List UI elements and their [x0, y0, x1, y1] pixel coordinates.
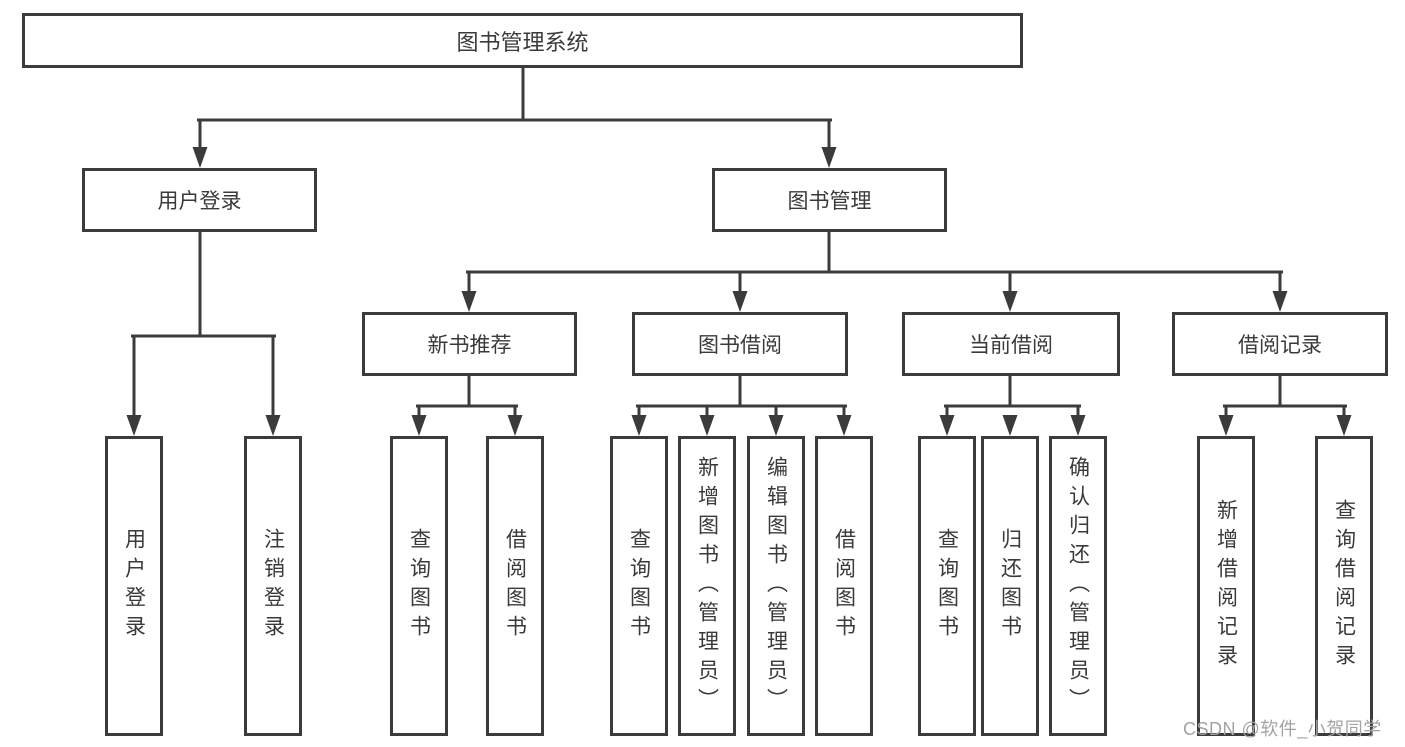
node-label: 用户登录 — [122, 528, 146, 644]
node-label: 图书管理 — [787, 190, 872, 213]
node-current-borrow: 当前借阅 — [902, 312, 1120, 376]
node-label: 查询图书 — [407, 528, 431, 644]
node-label: 查询图书 — [935, 528, 959, 644]
node-label: 借阅图书 — [832, 528, 856, 644]
node-label: 归还图书 — [998, 528, 1022, 644]
node-label: 查询借阅记录 — [1332, 499, 1356, 673]
node-label: 新增借阅记录 — [1214, 499, 1238, 673]
leaf-add-borrow-record: 新增借阅记录 — [1197, 436, 1255, 736]
leaf-query-books-borrow: 查询图书 — [610, 436, 668, 736]
node-label: 当前借阅 — [969, 334, 1053, 357]
node-label: 借阅图书 — [503, 528, 527, 644]
node-label: 注销登录 — [261, 528, 285, 644]
csdn-watermark: CSDN @软件_小贺同学 — [1183, 719, 1382, 739]
leaf-query-books-recommend: 查询图书 — [390, 436, 448, 736]
leaf-logout: 注销登录 — [244, 436, 302, 736]
leaf-query-borrow-record: 查询借阅记录 — [1315, 436, 1373, 736]
leaf-borrow-books: 借阅图书 — [815, 436, 873, 736]
node-label: 编辑图书（管理员） — [764, 455, 788, 717]
node-label: 确认归还（管理员） — [1066, 455, 1090, 717]
leaf-add-books-admin: 新增图书（管理员） — [678, 436, 736, 736]
node-label: 新增图书（管理员） — [695, 455, 719, 717]
node-borrow-records: 借阅记录 — [1172, 312, 1388, 376]
node-label: 查询图书 — [627, 528, 651, 644]
node-label: 借阅记录 — [1238, 334, 1322, 357]
leaf-user-login: 用户登录 — [105, 436, 163, 736]
node-user-login: 用户登录 — [82, 168, 317, 232]
node-book-borrow: 图书借阅 — [632, 312, 848, 376]
node-root-system: 图书管理系统 — [22, 13, 1023, 68]
node-label: 用户登录 — [157, 190, 242, 213]
node-book-management: 图书管理 — [712, 168, 947, 232]
node-label: 图书管理系统 — [456, 29, 589, 55]
leaf-query-books-current: 查询图书 — [918, 436, 976, 736]
leaf-confirm-return-admin: 确认归还（管理员） — [1049, 436, 1107, 736]
node-new-book-recommend: 新书推荐 — [362, 312, 577, 376]
leaf-borrow-books-recommend: 借阅图书 — [486, 436, 544, 736]
leaf-return-books: 归还图书 — [981, 436, 1039, 736]
node-label: 新书推荐 — [427, 334, 512, 357]
node-label: 图书借阅 — [698, 334, 782, 357]
leaf-edit-books-admin: 编辑图书（管理员） — [747, 436, 805, 736]
